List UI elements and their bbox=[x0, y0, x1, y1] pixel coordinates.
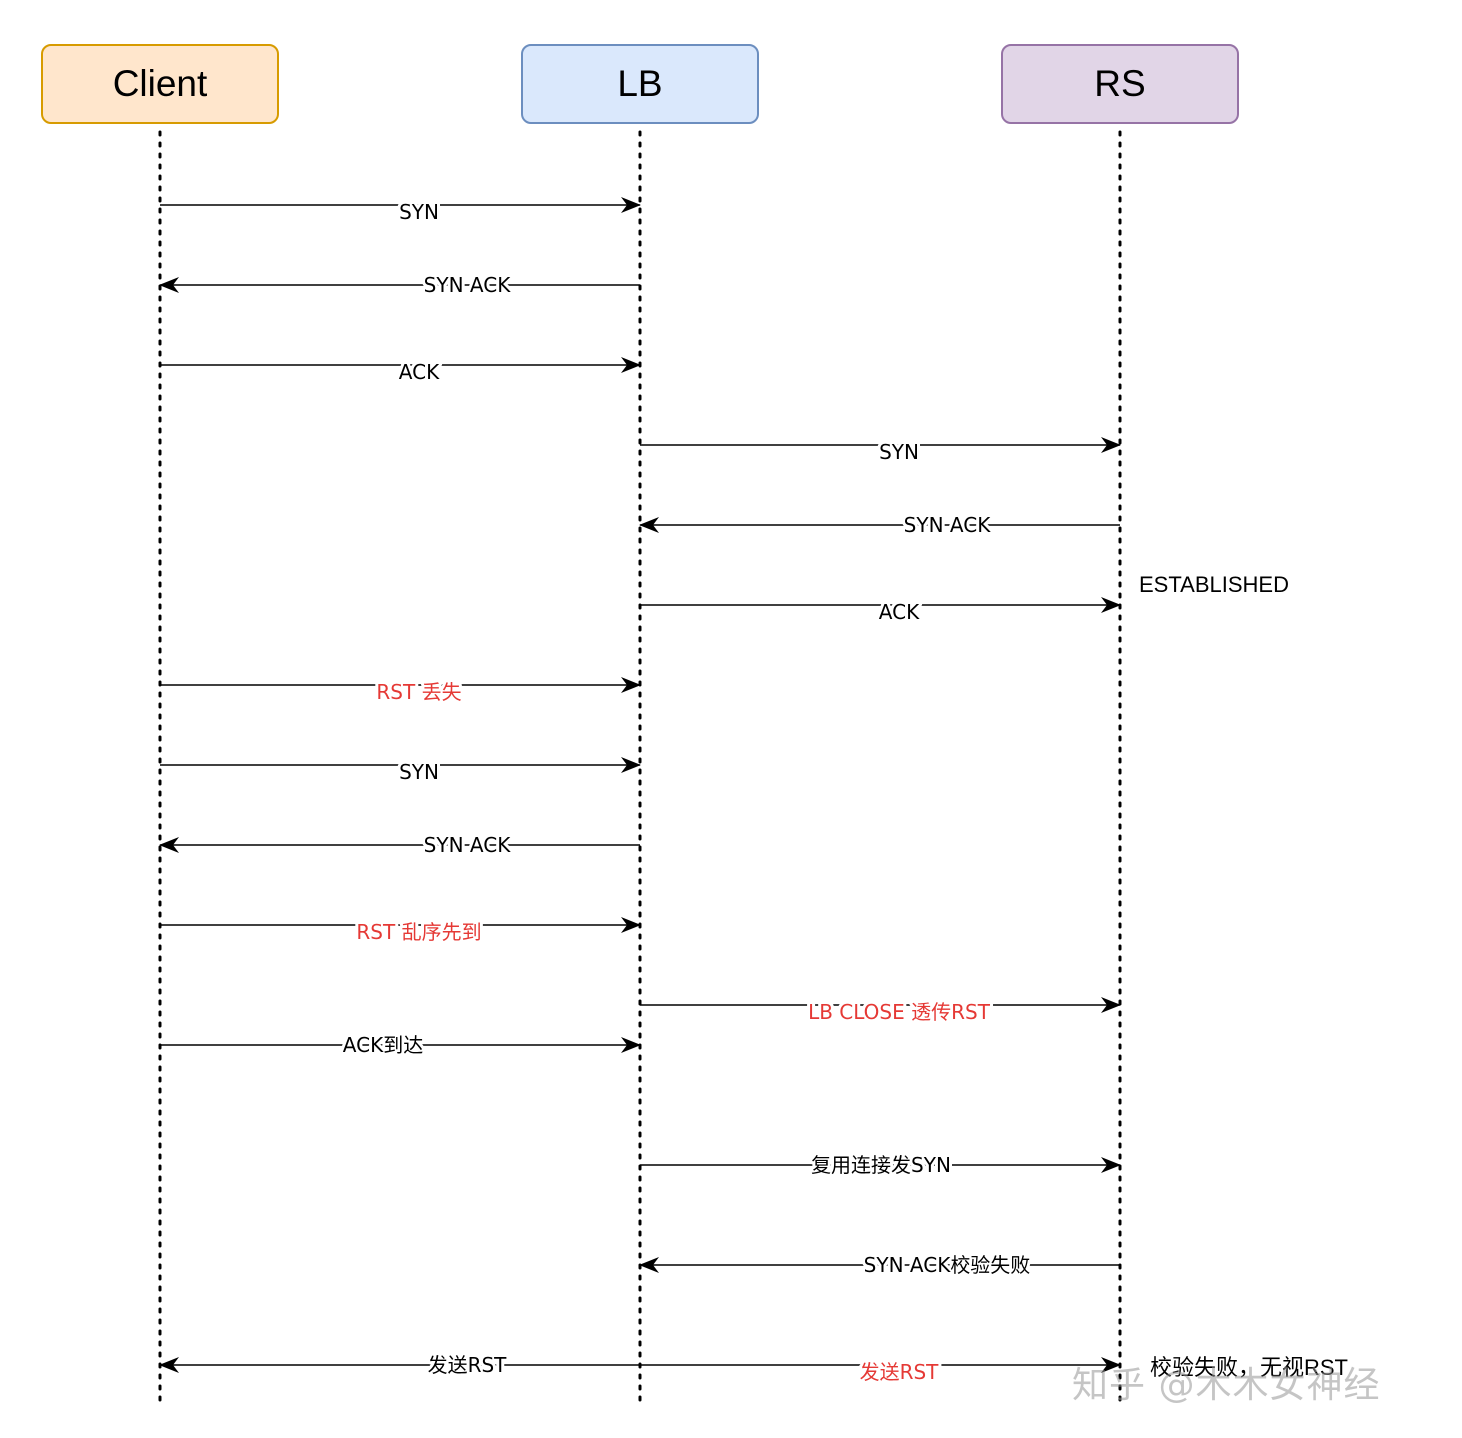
message-label: RST 乱序先到 bbox=[356, 920, 481, 944]
message-label: SYN ACK bbox=[904, 513, 992, 537]
message-label: SYN bbox=[399, 760, 439, 784]
message-label: ACK bbox=[879, 600, 920, 624]
message-arrow: RST 丢失 bbox=[160, 677, 641, 707]
message-arrow: ACK到达 bbox=[160, 1030, 641, 1060]
message-arrow: SYN ACK校验失败 bbox=[639, 1250, 1120, 1280]
message-arrow: SYN bbox=[640, 437, 1121, 467]
established-note: ESTABLISHED bbox=[1139, 572, 1289, 597]
message-label: 发送RST bbox=[428, 1353, 508, 1377]
ignore-rst-note: 校验失败，无视RST bbox=[1150, 1355, 1349, 1380]
watermark: 知乎 @木木女神经 bbox=[1072, 1365, 1381, 1406]
message-arrow: SYN ACK bbox=[159, 830, 640, 860]
actor-lb-label: LB bbox=[617, 63, 663, 104]
message-label: ACK bbox=[399, 360, 440, 384]
message-arrow: LB CLOSE 透传RST bbox=[640, 997, 1121, 1027]
message-label: RST 丢失 bbox=[376, 680, 461, 704]
message-arrow: SYN ACK bbox=[639, 510, 1120, 540]
actor-lb: LB bbox=[521, 44, 759, 124]
message-label: ACK到达 bbox=[343, 1033, 423, 1057]
message-arrow: RST 乱序先到 bbox=[160, 917, 641, 947]
message-label: SYN ACK bbox=[424, 833, 512, 857]
actor-rs: RS bbox=[1001, 44, 1239, 124]
actor-client-label: Client bbox=[112, 63, 208, 104]
message-label: SYN bbox=[399, 200, 439, 224]
actor-client: Client bbox=[41, 44, 279, 124]
message-arrow: ACK bbox=[640, 597, 1121, 627]
message-arrow: 复用连接发SYN bbox=[640, 1150, 1121, 1180]
message-label: SYN bbox=[879, 440, 919, 464]
message-arrow: SYN bbox=[160, 197, 641, 227]
message-label: SYN ACK bbox=[424, 273, 512, 297]
message-arrow: SYN ACK bbox=[159, 270, 640, 300]
message-arrow: 发送RST bbox=[640, 1357, 1121, 1387]
message-arrow: SYN bbox=[160, 757, 641, 787]
message-label: 复用连接发SYN bbox=[811, 1153, 951, 1177]
actor-rs-label: RS bbox=[1094, 63, 1146, 104]
message-label: SYN ACK校验失败 bbox=[864, 1253, 1031, 1277]
message-arrow: 发送RST bbox=[159, 1350, 640, 1380]
message-label: 发送RST bbox=[860, 1360, 940, 1384]
message-arrow: ACK bbox=[160, 357, 641, 387]
message-label: LB CLOSE 透传RST bbox=[808, 1000, 991, 1024]
